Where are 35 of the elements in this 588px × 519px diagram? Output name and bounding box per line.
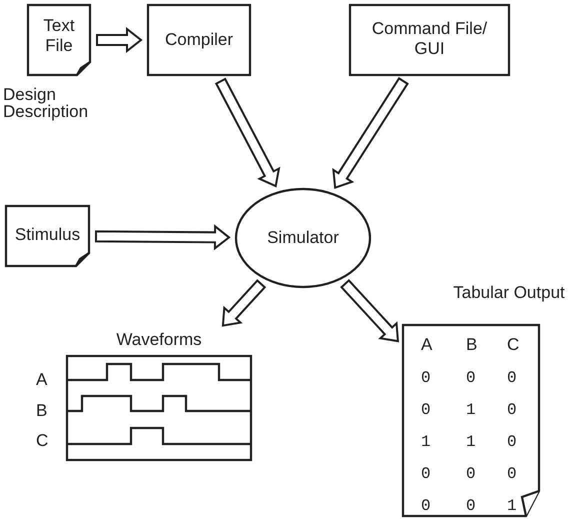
block-arrow <box>340 279 400 342</box>
table-value: 1 <box>466 400 476 420</box>
heading: Waveforms <box>115 330 203 350</box>
column-header: C <box>507 335 520 355</box>
table-value: 0 <box>507 432 517 452</box>
table-value: 0 <box>507 368 517 388</box>
table-value: 0 <box>507 400 517 420</box>
table-value: 0 <box>421 368 431 388</box>
table-value: 1 <box>466 432 476 452</box>
node-label: Command File/ GUI <box>370 19 488 59</box>
node-label: Stimulus <box>14 225 82 245</box>
block-arrow <box>94 224 231 250</box>
table-value: 0 <box>466 496 476 516</box>
table-value: 1 <box>421 432 431 452</box>
column-header: A <box>421 335 432 355</box>
block-arrow <box>332 76 409 190</box>
signal-name: A <box>36 370 48 390</box>
node-label: Design Description <box>3 86 90 120</box>
table-value: 0 <box>466 464 476 484</box>
block-arrow <box>222 279 266 327</box>
table-value: 0 <box>421 400 431 420</box>
node-label: Simulator <box>266 228 340 248</box>
block-arrow <box>214 78 280 188</box>
signal-name: C <box>36 431 48 451</box>
table-value: 0 <box>466 368 476 388</box>
block-arrow <box>96 26 143 54</box>
table-value: 0 <box>421 464 431 484</box>
node-label: Compiler <box>164 30 234 50</box>
table-value: 1 <box>507 496 517 516</box>
table-value: 0 <box>421 496 431 516</box>
node-label: Text File <box>42 16 76 56</box>
signal-name: B <box>36 401 48 421</box>
heading: Tabular Output <box>452 283 566 303</box>
table-value: 0 <box>507 464 517 484</box>
column-header: B <box>466 335 478 355</box>
